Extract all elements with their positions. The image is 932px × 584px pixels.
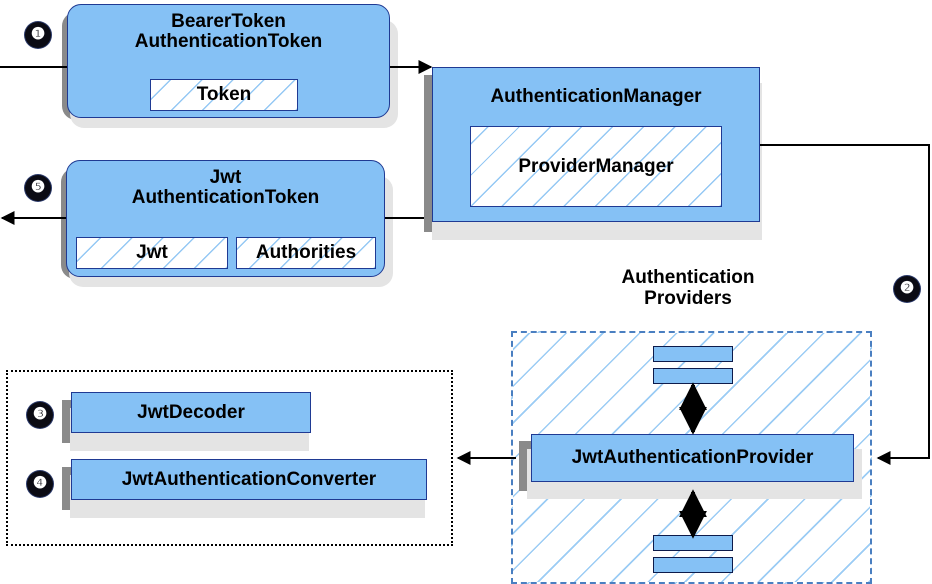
jwt-token-inner-authorities: Authorities — [236, 237, 376, 269]
jwt-token-title: Jwt AuthenticationToken — [131, 167, 320, 209]
provider-placeholder-bottom-1 — [653, 535, 733, 551]
bearer-token-inner-label: Token — [196, 84, 252, 105]
step-marker-2: ❷ — [894, 276, 920, 302]
node-jwt-authentication-provider[interactable]: JwtAuthenticationProvider — [531, 434, 854, 482]
authentication-providers-label: Authentication Providers — [621, 267, 755, 309]
jwt-helpers-group — [6, 370, 453, 546]
node-jwt-authentication-converter[interactable]: JwtAuthenticationConverter — [71, 459, 427, 500]
jwt-authentication-provider-label: JwtAuthenticationProvider — [571, 447, 814, 468]
node-jwt-decoder[interactable]: JwtDecoder — [71, 392, 311, 433]
bearer-token-inner-token: Token — [150, 79, 298, 111]
step-marker-3: ❸ — [27, 402, 53, 428]
authentication-manager-title: AuthenticationManager — [490, 86, 702, 107]
authentication-manager-inner-provider-manager: ProviderManager — [470, 126, 722, 207]
jwt-authentication-converter-label: JwtAuthenticationConverter — [121, 468, 377, 490]
jwt-token-inner-authorities-label: Authorities — [255, 242, 357, 263]
jwt-token-inner-jwt-label: Jwt — [136, 242, 168, 263]
provider-placeholder-bottom-2 — [653, 557, 733, 573]
step-marker-5: ❺ — [25, 175, 51, 201]
provider-placeholder-top-2 — [653, 368, 733, 384]
step-marker-4: ❹ — [27, 471, 53, 497]
provider-placeholder-top-1 — [653, 346, 733, 362]
step-marker-1: ❶ — [25, 22, 51, 48]
provider-manager-label: ProviderManager — [518, 155, 674, 177]
jwt-token-inner-jwt: Jwt — [76, 237, 228, 269]
bearer-token-title: BearerToken AuthenticationToken — [134, 11, 323, 53]
jwt-decoder-label: JwtDecoder — [137, 401, 245, 423]
